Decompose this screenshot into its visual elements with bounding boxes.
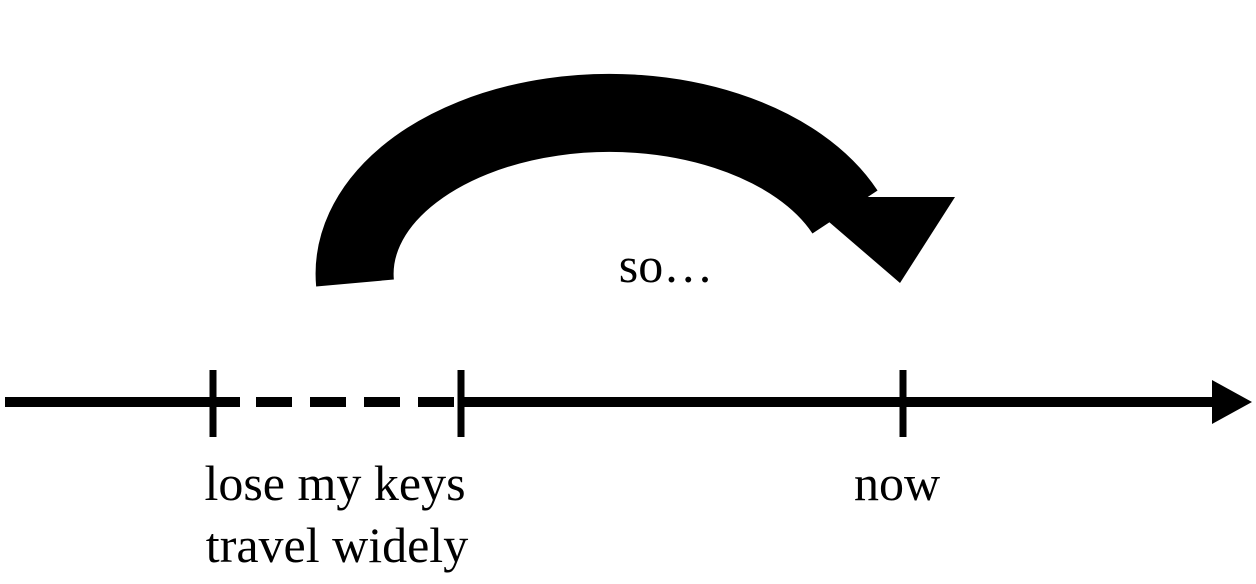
event-label-line: travel widely [206, 517, 468, 573]
curved-arrow [315, 73, 955, 287]
event-label-now: now [854, 455, 940, 511]
curved-arrow-shaft [315, 73, 878, 287]
arrow-label: so… [619, 237, 713, 293]
axis-arrowhead [1212, 380, 1252, 424]
timeline-axis [5, 370, 1252, 437]
curved-arrow-head [800, 197, 955, 283]
event-label-line: lose my keys [204, 455, 465, 511]
